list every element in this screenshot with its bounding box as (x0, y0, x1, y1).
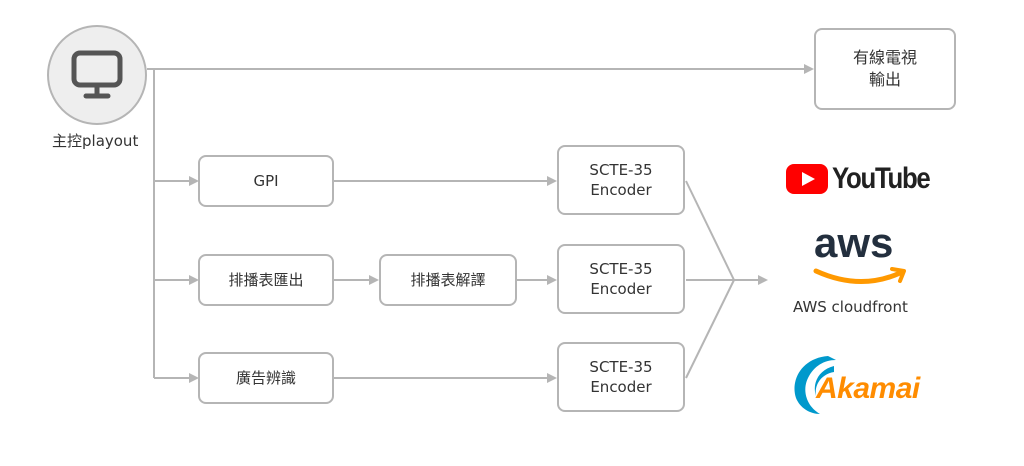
ad-recognition-label: 廣告辨識 (235, 369, 296, 387)
akamai-logo: Akamai (788, 352, 933, 416)
playout-label: 主控playout (52, 132, 139, 150)
cable-output-line2: 輸出 (868, 70, 901, 89)
aws-wordmark: aws (814, 219, 894, 266)
encoder-1-line1: SCTE-35 (589, 161, 653, 179)
cable-output-line1: 有線電視 (852, 48, 917, 67)
encoder-2-line2: Encoder (590, 280, 652, 298)
encoder-3-line1: SCTE-35 (589, 358, 653, 376)
encoder-box-1: SCTE-35 Encoder (557, 145, 685, 215)
gpi-label: GPI (253, 172, 279, 190)
schedule-parse-label: 排播表解譯 (410, 271, 486, 289)
akamai-wave-icon (794, 356, 836, 414)
cable-output-box: 有線電視 輸出 (814, 28, 956, 110)
youtube-logo: YouTube (786, 160, 931, 200)
encoder1-to-cdn (685, 180, 735, 281)
ad-recognition-box: 廣告辨識 (198, 352, 334, 404)
encoder-box-3: SCTE-35 Encoder (557, 342, 685, 412)
encoder-1-line2: Encoder (590, 181, 652, 199)
schedule-parse-box: 排播表解譯 (379, 254, 517, 306)
aws-logo: aws (800, 219, 920, 297)
playout-source-node (47, 25, 147, 125)
akamai-wordmark: Akamai (816, 372, 920, 405)
schedule-export-box: 排播表匯出 (198, 254, 334, 306)
gpi-box: GPI (198, 155, 334, 207)
encoder-3-line2: Encoder (590, 378, 652, 396)
encoder3-to-cdn (685, 279, 735, 379)
youtube-wordmark: YouTube (832, 162, 931, 195)
aws-smile-icon (813, 267, 906, 284)
aws-caption: AWS cloudfront (793, 298, 908, 316)
youtube-play-icon (786, 164, 828, 194)
monitor-icon (71, 50, 123, 99)
encoder-2-line1: SCTE-35 (589, 260, 653, 278)
encoder-box-2: SCTE-35 Encoder (557, 244, 685, 314)
schedule-export-label: 排播表匯出 (228, 271, 304, 289)
